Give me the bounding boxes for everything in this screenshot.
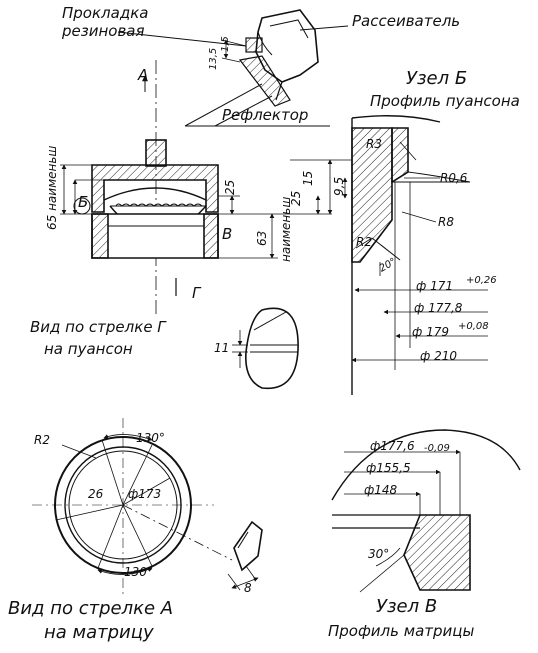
diffuser-label: Рассеиватель — [352, 12, 461, 30]
dim-63: 63 — [255, 230, 269, 246]
view-g-subtitle: на пуансон — [44, 340, 133, 358]
arrow-g-label: Г — [192, 284, 201, 302]
d179-tolerance: +0,08 — [458, 321, 489, 332]
d210-label: ф 210 — [420, 349, 457, 363]
view-a-subtitle: на матрицу — [44, 622, 154, 643]
angle-130-top: 130° — [136, 431, 165, 445]
reflector-label: Рефлектор — [222, 106, 309, 124]
d173-label: ф173 — [128, 487, 162, 501]
d171-tolerance: +0,26 — [466, 275, 497, 286]
dim-13-5: 13,5 — [208, 47, 219, 70]
node-b-subtitle: Профиль пуансона — [370, 92, 520, 110]
r2-matrix-label: R2 — [34, 433, 50, 447]
view-a-matrix — [32, 418, 263, 598]
dim-26: 26 — [88, 487, 104, 501]
d1778-label: ф 177,8 — [414, 301, 463, 315]
view-a-title: Вид по стрелке А — [8, 598, 174, 619]
d1776-label: ф177,6 — [370, 439, 415, 453]
angle-30-label: 30° — [368, 547, 390, 561]
dim-15-node-b: 15 — [301, 170, 315, 186]
d148-label: ф148 — [364, 483, 398, 497]
main-section-view — [60, 60, 332, 315]
dim-8: 8 — [244, 581, 252, 595]
dim-65-min: 65 наименьш — [45, 145, 59, 230]
node-v-title: Узел В — [376, 596, 438, 617]
node-b-title: Узел Б — [406, 68, 468, 89]
r8-label: R8 — [438, 215, 454, 229]
arrow-a-label: А — [138, 66, 149, 84]
gasket-label-line2: резиновая — [62, 22, 145, 40]
node-v-detail — [331, 429, 521, 593]
dim-11: 11 — [214, 341, 230, 355]
dim-9-5: 9,5 — [332, 176, 346, 196]
view-g-title: Вид по стрелке Г — [30, 318, 166, 336]
label-v: В — [222, 225, 233, 243]
dim-1-5: 1,5 — [220, 36, 231, 52]
top-lamp-detail — [117, 9, 349, 127]
r3-label: R3 — [366, 137, 382, 151]
node-v-subtitle: Профиль матрицы — [328, 622, 475, 640]
label-b: Б — [78, 193, 89, 211]
d1776-tolerance: -0,09 — [424, 443, 450, 454]
angle-130-bottom: 130° — [124, 565, 153, 579]
r06-label: R0,6 — [440, 171, 468, 185]
r2-label: R2 — [356, 235, 372, 249]
dim-25-main: 25 — [223, 179, 237, 195]
node-b-detail — [290, 115, 488, 395]
dim-63-note: наименьш — [279, 196, 293, 262]
view-g-profile — [232, 307, 299, 390]
gasket-label-line1: Прокладка — [62, 4, 149, 22]
d1555-label: ф155,5 — [366, 461, 411, 475]
dim-25-node-b: 25 — [289, 190, 303, 206]
d179-label: ф 179 — [412, 325, 449, 339]
d171-label: ф 171 — [416, 279, 453, 293]
